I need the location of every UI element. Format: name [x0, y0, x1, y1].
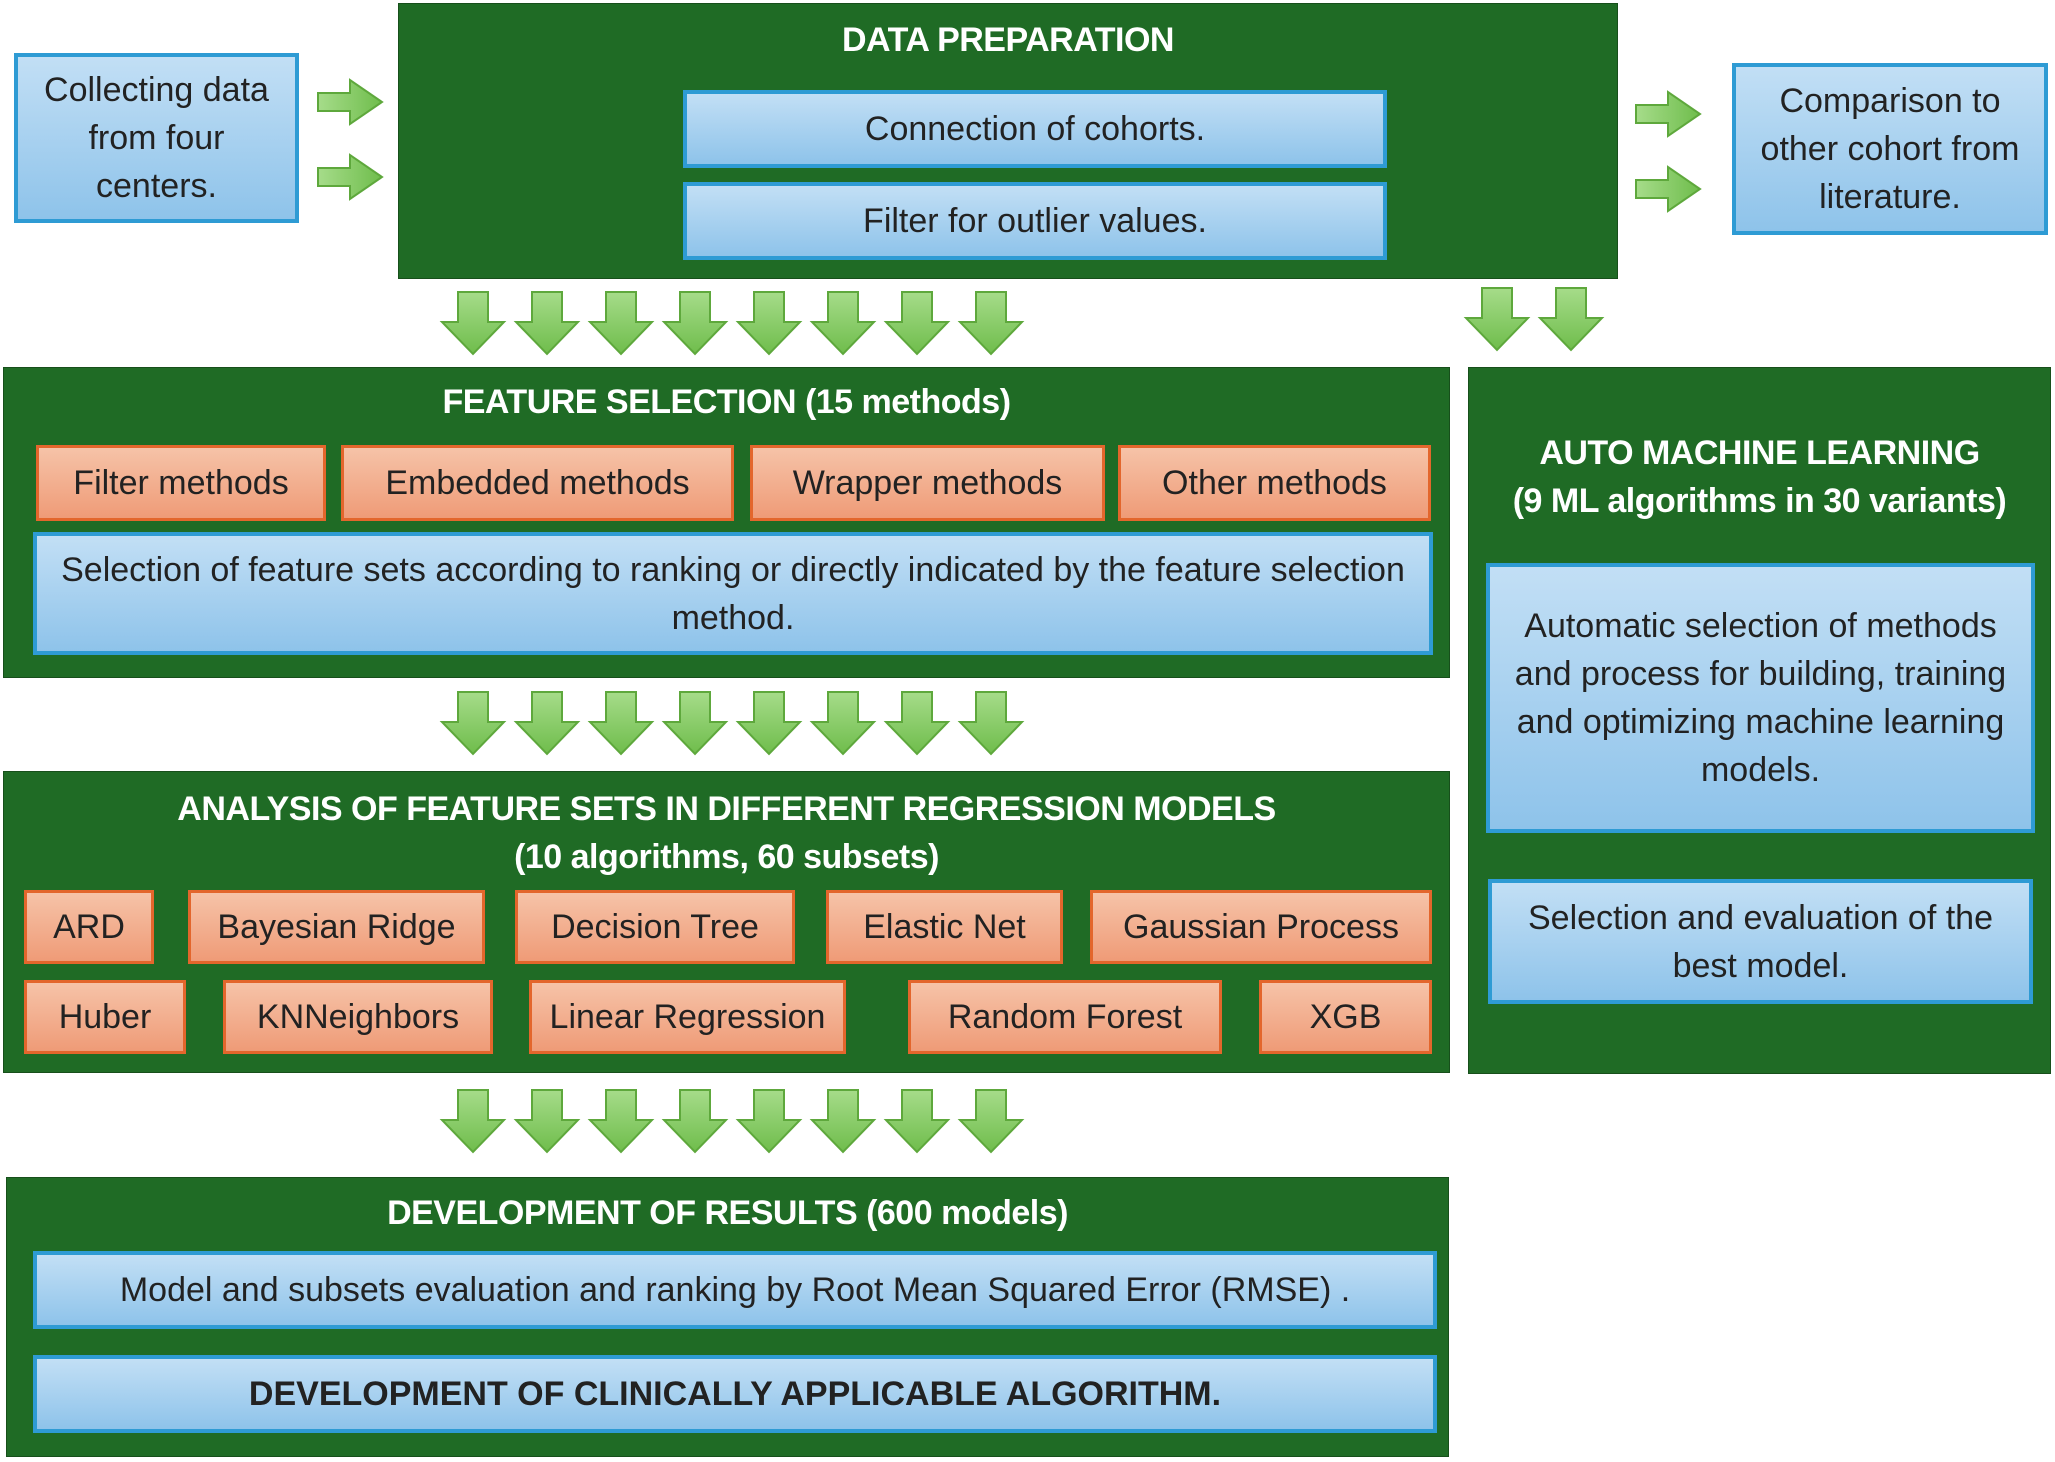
algo-ard-label: ARD	[53, 907, 125, 946]
algo-xgb-label: XGB	[1309, 997, 1382, 1036]
down-arrow-icon	[735, 1089, 803, 1154]
algo-decision-tree-label: Decision Tree	[551, 907, 759, 946]
down-arrow-icon	[587, 691, 655, 756]
development-title: DEVELOPMENT OF RESULTS (600 models)	[387, 1194, 1068, 1232]
feature-selection-title: FEATURE SELECTION (15 methods)	[442, 383, 1011, 421]
down-arrow-icon	[587, 1089, 655, 1154]
automl-panel-body: AUTO MACHINE LEARNING (9 ML algorithms i…	[1468, 367, 2051, 1074]
automl-title-line-2: (9 ML algorithms in 30 variants)	[1512, 482, 2007, 520]
best-model-box: Selection and evaluation of the best mod…	[1488, 879, 2033, 1004]
down-arrows-automl	[1463, 287, 1605, 352]
algo-xgb: XGB	[1259, 980, 1432, 1054]
feature-set-selection-box: Selection of feature sets according to r…	[33, 532, 1433, 655]
filter-outlier-label: Filter for outlier values.	[863, 202, 1207, 240]
down-arrow-icon	[439, 291, 507, 356]
embedded-methods-box: Embedded methods	[341, 445, 734, 521]
down-arrow-icon	[513, 1089, 581, 1154]
algo-random-forest-label: Random Forest	[947, 997, 1183, 1036]
connection-of-cohorts-box: Connection of cohorts.	[683, 90, 1387, 168]
filter-methods-box: Filter methods	[36, 445, 326, 521]
algo-huber-label: Huber	[58, 997, 152, 1036]
connection-of-cohorts-label: Connection of cohorts.	[864, 110, 1206, 148]
data-preparation-panel: DATA PREPARATION Connection of cohorts. …	[398, 3, 1618, 279]
algo-huber: Huber	[24, 980, 186, 1054]
right-arrow-icon	[317, 153, 384, 201]
down-arrow-icon	[735, 691, 803, 756]
down-arrow-icon	[1537, 287, 1605, 352]
down-arrow-icon	[513, 691, 581, 756]
down-arrow-icon	[809, 1089, 877, 1154]
wrapper-methods-box: Wrapper methods	[750, 445, 1105, 521]
development-panel: DEVELOPMENT OF RESULTS (600 models) Mode…	[6, 1177, 1449, 1457]
input-arrows	[317, 78, 384, 201]
feature-set-selection-label: Selection of feature sets according to r…	[61, 550, 1405, 637]
filter-outlier-box: Filter for outlier values.	[683, 182, 1387, 260]
algo-elastic-net: Elastic Net	[826, 890, 1063, 964]
right-arrow-icon	[1635, 165, 1702, 213]
algo-knneighbors-label: KNNeighbors	[256, 997, 460, 1036]
clinical-algorithm-label: DEVELOPMENT OF CLINICALLY APPLICABLE ALG…	[248, 1375, 1222, 1413]
automl-description-box: Automatic selection of methods and proce…	[1486, 563, 2035, 833]
down-arrow-icon	[957, 1089, 1025, 1154]
down-arrow-icon	[883, 291, 951, 356]
down-arrow-icon	[1463, 287, 1531, 352]
down-arrow-icon	[883, 691, 951, 756]
analysis-title-line-2: (10 algorithms, 60 subsets)	[514, 838, 939, 876]
down-arrow-icon	[735, 291, 803, 356]
right-arrow-icon	[317, 78, 384, 126]
algo-knneighbors: KNNeighbors	[223, 980, 493, 1054]
rmse-evaluation-box: Model and subsets evaluation and ranking…	[33, 1251, 1437, 1329]
algo-bayesian-ridge: Bayesian Ridge	[188, 890, 485, 964]
wrapper-methods-label: Wrapper methods	[792, 463, 1063, 502]
down-arrow-icon	[809, 691, 877, 756]
algo-gaussian-process-label: Gaussian Process	[1123, 907, 1399, 946]
right-arrow-icon	[1635, 90, 1702, 138]
down-arrows-row-2	[439, 691, 1025, 756]
down-arrows-row-3	[439, 1089, 1025, 1154]
input-data-box: Collecting data from four centers.	[14, 53, 299, 223]
input-data-label: Collecting data from four centers.	[44, 71, 269, 205]
down-arrow-icon	[513, 291, 581, 356]
algo-bayesian-ridge-label: Bayesian Ridge	[217, 907, 456, 946]
down-arrow-icon	[957, 291, 1025, 356]
best-model-label: Selection and evaluation of the best mod…	[1527, 898, 1993, 985]
down-arrow-icon	[439, 691, 507, 756]
down-arrow-icon	[809, 291, 877, 356]
filter-methods-label: Filter methods	[73, 463, 289, 502]
down-arrow-icon	[883, 1089, 951, 1154]
algo-random-forest: Random Forest	[908, 980, 1222, 1054]
automl-description-label: Automatic selection of methods and proce…	[1514, 607, 2007, 789]
down-arrow-icon	[661, 691, 729, 756]
other-methods-box: Other methods	[1118, 445, 1431, 521]
automl-title-line-1: AUTO MACHINE LEARNING	[1539, 434, 1980, 472]
algo-linear-regression: Linear Regression	[529, 980, 846, 1054]
algo-decision-tree: Decision Tree	[515, 890, 795, 964]
algo-gaussian-process: Gaussian Process	[1090, 890, 1432, 964]
analysis-title-line-1: ANALYSIS OF FEATURE SETS IN DIFFERENT RE…	[177, 790, 1276, 828]
embedded-methods-label: Embedded methods	[385, 463, 690, 502]
down-arrow-icon	[661, 1089, 729, 1154]
clinical-algorithm-box: DEVELOPMENT OF CLINICALLY APPLICABLE ALG…	[33, 1355, 1437, 1433]
down-arrow-icon	[957, 691, 1025, 756]
down-arrow-icon	[661, 291, 729, 356]
comparison-label: Comparison to other cohort from literatu…	[1760, 82, 2020, 216]
feature-selection-panel: FEATURE SELECTION (15 methods) Filter me…	[3, 367, 1450, 678]
rmse-evaluation-label: Model and subsets evaluation and ranking…	[119, 1271, 1351, 1309]
algo-elastic-net-label: Elastic Net	[863, 907, 1026, 946]
comparison-box: Comparison to other cohort from literatu…	[1732, 63, 2048, 235]
other-methods-label: Other methods	[1162, 463, 1387, 502]
output-arrows	[1635, 90, 1702, 213]
data-preparation-title: DATA PREPARATION	[842, 21, 1174, 59]
down-arrow-icon	[587, 291, 655, 356]
algo-linear-regression-label: Linear Regression	[549, 997, 826, 1036]
down-arrows-row-1	[439, 291, 1025, 356]
analysis-panel: ANALYSIS OF FEATURE SETS IN DIFFERENT RE…	[3, 771, 1450, 1073]
down-arrow-icon	[439, 1089, 507, 1154]
algo-ard: ARD	[24, 890, 154, 964]
